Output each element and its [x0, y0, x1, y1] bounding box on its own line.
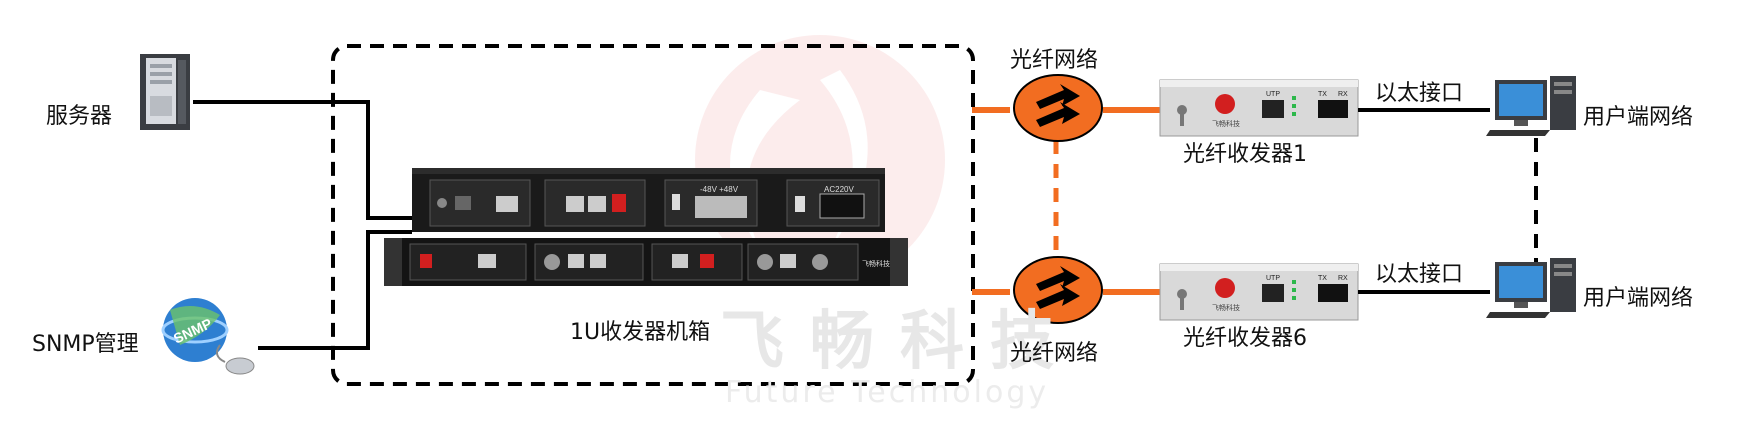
- chassis-dc-label: -48V +48V: [700, 185, 739, 194]
- watermark-en: Future Technology: [725, 375, 1050, 410]
- converter-6-logo-text: 飞畅科技: [1212, 303, 1240, 312]
- user-network-top-label: 用户端网络: [1583, 105, 1694, 130]
- converter-1-device: 飞畅科技 UTP TX RX: [1159, 79, 1359, 137]
- ethernet-top-label: 以太接口: [1375, 81, 1464, 106]
- user-pc-top-icon: [1486, 76, 1576, 136]
- snmp-label: SNMP管理: [32, 332, 139, 357]
- converter-6-rx-label: RX: [1338, 275, 1348, 282]
- chassis-upper-unit: -48V +48V AC220V: [412, 168, 885, 232]
- server-icon: [140, 54, 190, 130]
- converter-6-device: 飞畅科技 UTP TX RX: [1159, 263, 1359, 321]
- chassis-lower-unit: 飞畅科技: [384, 238, 908, 286]
- converter-1-logo-text: 飞畅科技: [1212, 119, 1240, 128]
- fiber-network-top-icon: [1013, 74, 1103, 142]
- converter-6-tx-label: TX: [1318, 275, 1327, 282]
- converter-6-utp-label: UTP: [1266, 275, 1280, 282]
- server-label: 服务器: [46, 104, 113, 129]
- chassis-ac-label: AC220V: [824, 185, 854, 194]
- converter-1-rx-label: RX: [1338, 91, 1348, 98]
- converter-1-tx-label: TX: [1318, 91, 1327, 98]
- fiber-network-bottom-icon: [1013, 256, 1103, 324]
- user-pc-bottom-icon: [1486, 258, 1576, 318]
- converter-1-utp-label: UTP: [1266, 91, 1280, 98]
- chassis-logo-text: 飞畅科技: [862, 259, 890, 268]
- converter-1-label: 光纤收发器1: [1183, 142, 1307, 167]
- management-links: [193, 100, 412, 350]
- chassis-boundary: [331, 44, 975, 386]
- fiber-network-bottom-label: 光纤网络: [1010, 341, 1099, 366]
- snmp-globe-icon: SNMP: [161, 298, 255, 375]
- ethernet-links: [1358, 108, 1490, 294]
- user-network-bottom-label: 用户端网络: [1583, 286, 1694, 311]
- ethernet-bottom-label: 以太接口: [1375, 262, 1464, 287]
- chassis-label: 1U收发器机箱: [570, 320, 711, 345]
- watermark-cn: 飞畅科技: [720, 305, 1080, 379]
- fiber-network-top-label: 光纤网络: [1010, 48, 1099, 73]
- fiber-links: [972, 107, 1160, 295]
- converter-6-label: 光纤收发器6: [1183, 326, 1307, 351]
